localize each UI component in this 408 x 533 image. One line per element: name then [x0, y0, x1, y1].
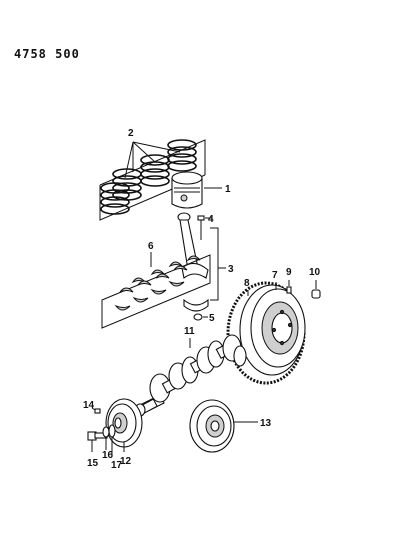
piston-ring-sets: 2	[99, 128, 206, 221]
callout-7: 7	[272, 270, 278, 281]
document-number: 4758 500	[14, 47, 80, 61]
callout-2: 2	[128, 128, 134, 139]
callout-17: 17	[111, 460, 123, 471]
callout-13: 13	[260, 418, 272, 429]
dowel-pin: 9	[286, 267, 292, 294]
pulley-fasteners: 14 15 16 17	[83, 400, 123, 471]
callout-14: 14	[83, 400, 95, 411]
callout-9: 9	[286, 267, 292, 278]
crank-pulley: 12	[105, 398, 143, 467]
callout-3: 3	[228, 264, 234, 275]
pilot-bushing: 10	[309, 267, 321, 299]
callout-1: 1	[225, 184, 231, 195]
leader-14	[91, 407, 96, 411]
rod-bolt	[197, 215, 205, 221]
callout-10: 10	[309, 267, 321, 278]
flywheel: 7 8	[226, 270, 306, 385]
woodruff-key	[94, 408, 101, 414]
bracket-3	[210, 227, 219, 301]
rod-nut	[193, 313, 203, 321]
connecting-rod: 4 3 5	[177, 212, 234, 324]
callout-4: 4	[208, 214, 214, 225]
callout-12: 12	[120, 456, 132, 467]
callout-8: 8	[244, 278, 250, 289]
bearing-shells: 6	[101, 241, 211, 329]
ring-set-4	[167, 139, 197, 172]
callout-5: 5	[209, 313, 215, 324]
callout-16: 16	[102, 450, 114, 461]
crankshaft: 11	[134, 326, 247, 417]
pulley-washer	[102, 426, 110, 438]
ring-set-3	[140, 154, 170, 187]
pulley-spacer	[108, 424, 116, 438]
callout-11: 11	[184, 326, 195, 337]
piston: 1	[171, 171, 231, 209]
callout-15: 15	[87, 458, 99, 469]
damper-pulley: 13	[189, 399, 272, 453]
callout-6: 6	[148, 241, 154, 252]
